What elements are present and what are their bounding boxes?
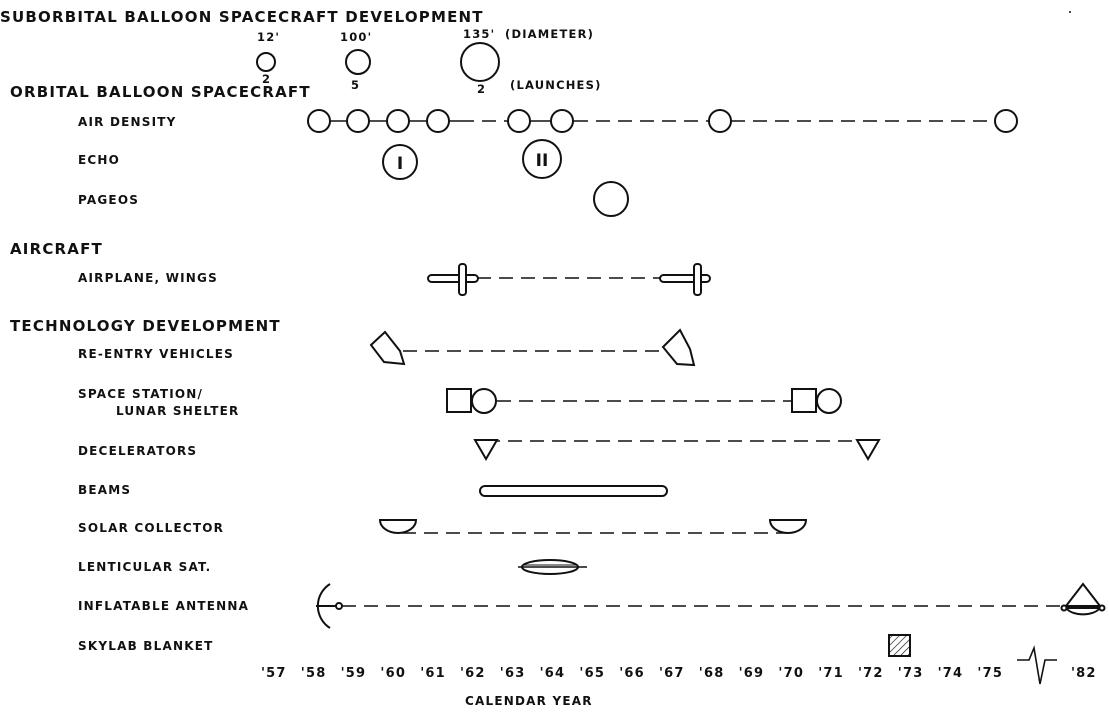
x-tick-label: '59: [340, 666, 367, 681]
reentry-track: [369, 328, 696, 367]
row-label-echo: ECHO: [78, 153, 121, 167]
x-tick-label: '67: [659, 666, 685, 681]
x-tick-label: '71: [818, 666, 844, 681]
balloon-135-circle: [460, 42, 500, 82]
decelerators-track: [473, 439, 881, 461]
airplane-track: [427, 263, 711, 296]
balloon-100-circle: [345, 49, 371, 75]
balloon-12-circle: [256, 52, 276, 72]
x-tick-label: '65: [579, 666, 606, 681]
row-label-reentry: RE-ENTRY VEHICLES: [78, 347, 234, 361]
pageos-circle: [593, 181, 629, 217]
section-orbital: ORBITAL BALLOON SPACECRAFT: [10, 83, 311, 101]
section-suborbital: SUBORBITAL BALLOON SPACECRAFT DEVELOPMEN…: [0, 8, 484, 26]
solar-track: [378, 519, 808, 534]
row-label-decelerators: DECELERATORS: [78, 444, 198, 458]
stray-dot: [1069, 11, 1071, 13]
echo-2-circle: [522, 139, 562, 179]
echo-1-mark: I: [397, 154, 403, 174]
x-tick-label: '62: [460, 666, 486, 681]
section-aircraft: AIRCRAFT: [10, 240, 103, 258]
x-tick-label: '75: [977, 666, 1004, 681]
x-tick-label: '66: [619, 666, 645, 681]
row-label-airplane: AIRPLANE, WINGS: [78, 271, 218, 285]
x-tick-label: '63: [499, 666, 526, 681]
x-tick-label: '82: [1071, 666, 1097, 681]
row-label-air-density: AIR DENSITY: [78, 115, 177, 129]
row-label-lenticular: LENTICULAR SAT.: [78, 560, 212, 574]
x-tick-label: '72: [858, 666, 884, 681]
axis-break-icon: [1017, 645, 1057, 685]
x-tick-label: '73: [897, 666, 924, 681]
x-tick-label: '58: [300, 666, 327, 681]
space-station-track: [446, 388, 842, 414]
balloon-diameter-100: 100': [340, 30, 373, 44]
skylab-blanket-square: [888, 634, 911, 657]
echo-1-circle: [382, 144, 418, 180]
x-tick-label: '68: [698, 666, 725, 681]
row-label-skylab: SKYLAB BLANKET: [78, 639, 214, 653]
row-label-pageos: PAGEOS: [78, 193, 140, 207]
beams-bar: [479, 485, 668, 497]
x-axis-label: CALENDAR YEAR: [465, 694, 593, 708]
row-label-antenna: INFLATABLE ANTENNA: [78, 599, 250, 613]
x-tick-label: '61: [420, 666, 446, 681]
balloon-launches-100: 5: [351, 78, 361, 92]
x-tick-label: '57: [261, 666, 287, 681]
row-label-beams: BEAMS: [78, 483, 132, 497]
air-density-track: [307, 109, 1018, 133]
antenna-track: [316, 582, 1106, 629]
balloon-launches-135: 2: [477, 82, 487, 96]
x-tick-label: '74: [937, 666, 964, 681]
balloon-diameter-135: 135': [463, 27, 496, 41]
x-tick-label: '60: [380, 666, 407, 681]
row-label-lunar-shelter: LUNAR SHELTER: [116, 404, 240, 418]
echo-2-mark: II: [536, 151, 549, 171]
x-tick-label: '69: [738, 666, 765, 681]
balloon-diameter-12: 12': [257, 30, 281, 44]
row-label-solar: SOLAR COLLECTOR: [78, 521, 225, 535]
x-tick-label: '64: [539, 666, 566, 681]
balloon-launches-12: 2: [262, 72, 272, 86]
section-technology: TECHNOLOGY DEVELOPMENT: [10, 317, 281, 335]
lenticular-shape: [518, 559, 587, 575]
balloon-diameter-note: (DIAMETER): [505, 27, 595, 41]
row-label-space-station: SPACE STATION/: [78, 387, 204, 401]
x-tick-label: '70: [778, 666, 805, 681]
balloon-launches-note: (LAUNCHES): [510, 78, 602, 92]
